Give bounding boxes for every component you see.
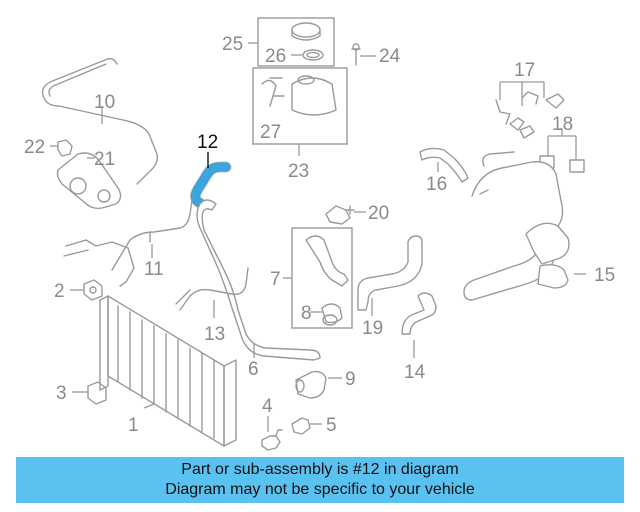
label-24: 24 [379,46,401,67]
part-13-hose[interactable] [175,267,249,311]
part-1-radiator[interactable] [99,295,237,447]
label-14: 14 [404,362,426,383]
label-27: 27 [260,122,281,143]
label-15: 15 [594,265,615,286]
part-17-fittings[interactable] [495,91,565,139]
part-info-banner: Part or sub-assembly is #12 in diagram D… [16,457,624,503]
part-22-plug[interactable] [57,139,73,157]
part-3-bracket[interactable] [87,381,107,405]
label-1: 1 [128,415,139,436]
part-21-coolant-flange[interactable] [56,152,122,210]
label-2: 2 [54,281,65,302]
label-6: 6 [248,359,259,380]
part-11-pipe[interactable] [63,199,193,287]
banner-line-1: Part or sub-assembly is #12 in diagram [181,461,459,478]
label-11: 11 [144,259,164,280]
part-23-expansion-tank[interactable] [252,67,348,145]
part-6-hose[interactable] [196,199,321,361]
part-24-bolt[interactable] [351,43,361,66]
label-16: 16 [426,174,447,195]
part-14-hose[interactable] [401,292,437,335]
banner-line-2: Diagram may not be specific to your vehi… [165,481,475,498]
part-20-fitting[interactable] [325,205,355,225]
label-25: 25 [222,34,243,55]
label-26: 26 [265,46,286,67]
label-23: 23 [288,161,309,182]
label-8: 8 [301,303,312,324]
part-7-hose-kit[interactable] [291,227,353,329]
label-7: 7 [270,269,281,290]
label-20: 20 [368,203,389,224]
label-12: 12 [197,132,218,153]
part-2-bracket[interactable] [83,279,103,301]
part-16-hose[interactable] [419,147,469,183]
label-3: 3 [56,383,67,404]
label-18: 18 [552,114,573,135]
part-9-flange[interactable] [295,370,327,399]
label-10: 10 [94,92,115,113]
label-13: 13 [204,324,225,345]
label-21: 21 [94,149,115,170]
part-4-sensor[interactable] [261,429,283,451]
label-17: 17 [514,60,535,81]
label-4: 4 [262,396,273,417]
label-19: 19 [362,318,383,339]
part-19-hose[interactable] [357,235,423,311]
part-10-line[interactable] [41,57,159,185]
label-9: 9 [345,369,356,390]
part-26-reservoir-cap[interactable] [257,17,335,67]
part-12-coolant-hose[interactable] [189,161,232,209]
label-22: 22 [24,137,45,158]
part-labels: 1 2 3 4 5 6 7 8 9 10 11 12 13 14 15 16 1… [24,34,615,436]
label-5: 5 [326,415,337,436]
part-5-sensor[interactable] [291,417,311,435]
part-15-hose[interactable] [463,151,570,301]
